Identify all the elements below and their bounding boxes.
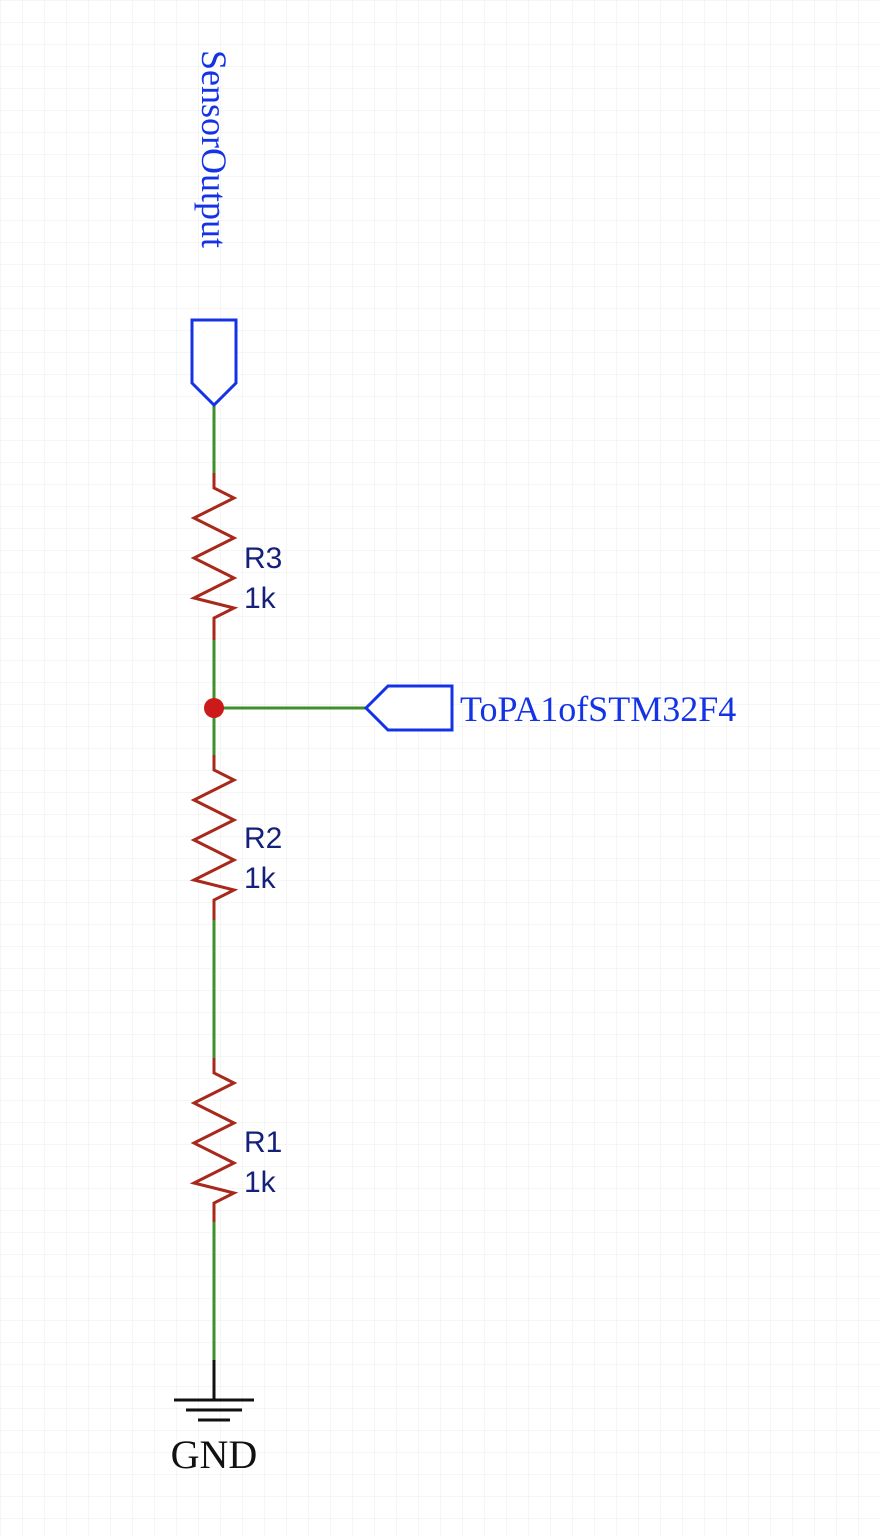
ground-label: GND: [171, 1432, 258, 1477]
resistor-r3-designator: R3: [244, 542, 282, 575]
to-pa1-port-label: ToPA1ofSTM32F4: [460, 689, 736, 729]
resistor-r2-value: 1k: [244, 862, 277, 895]
resistor-r1[interactable]: R1 1k: [189, 1058, 282, 1222]
resistor-r1-designator: R1: [244, 1126, 282, 1159]
junction-dot: [204, 698, 224, 718]
to-pa1-port-symbol: [363, 684, 454, 732]
wires: [212, 405, 366, 1360]
ground-symbol[interactable]: GND: [171, 1360, 258, 1477]
resistor-r3[interactable]: R3 1k: [189, 473, 282, 640]
resistor-r1-symbol: [189, 1058, 239, 1222]
resistor-r1-value: 1k: [244, 1166, 277, 1199]
sensor-output-port-label: SensorOutput: [194, 50, 234, 248]
sensor-output-port-symbol: [190, 318, 238, 408]
sensor-output-port[interactable]: SensorOutput: [190, 50, 238, 408]
to-pa1-port[interactable]: ToPA1ofSTM32F4: [363, 684, 736, 732]
resistor-r3-symbol: [189, 473, 239, 640]
resistor-r2-designator: R2: [244, 822, 282, 855]
resistor-r2[interactable]: R2 1k: [189, 755, 282, 920]
resistor-r2-symbol: [189, 755, 239, 920]
resistor-r3-value: 1k: [244, 582, 277, 615]
